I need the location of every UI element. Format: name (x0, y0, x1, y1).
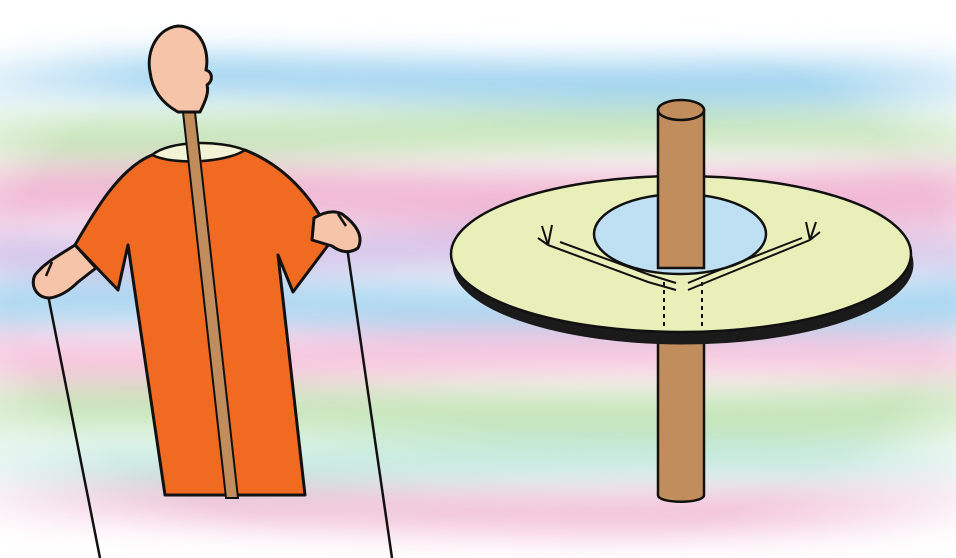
pole-lower-section (658, 320, 704, 502)
pole-top-cap (658, 100, 704, 120)
pole-upper-section (658, 110, 704, 268)
